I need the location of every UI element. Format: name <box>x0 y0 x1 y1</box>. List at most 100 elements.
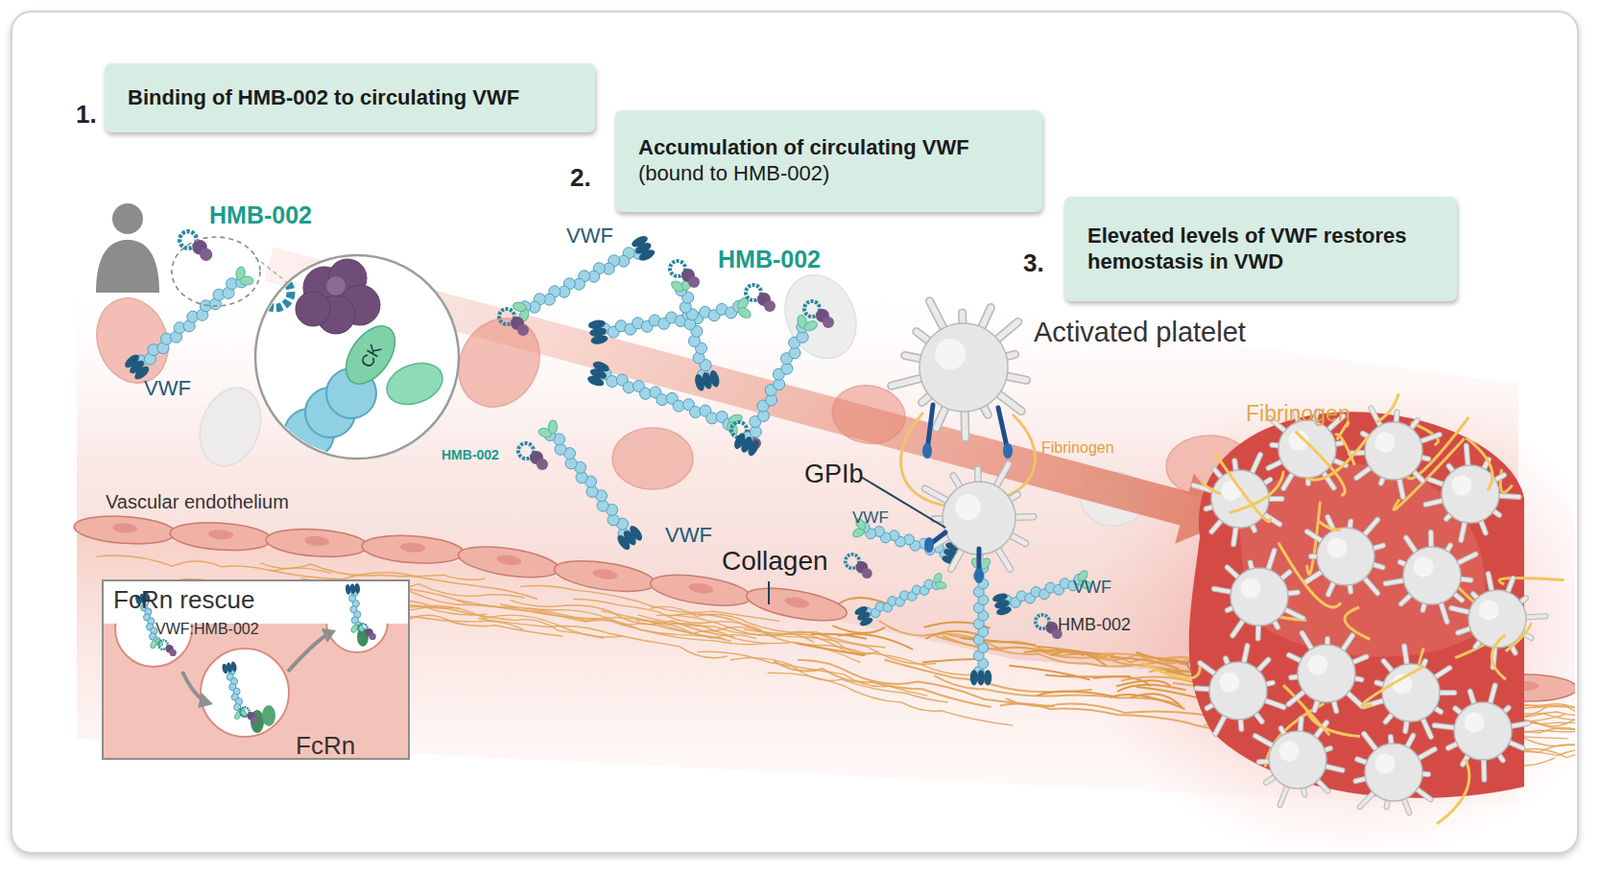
red-blood-cell <box>612 428 693 490</box>
vwf-multimer <box>853 572 948 628</box>
cell-nucleus <box>496 553 523 568</box>
vwf-a-domain <box>239 276 254 286</box>
protein-label: Fibrinogen <box>1245 403 1351 426</box>
vwf-a-domain <box>149 640 158 650</box>
platelet-body <box>1209 662 1267 720</box>
step-text-area: Binding of HMB-002 to circulating VWF <box>104 63 596 133</box>
fibrin-strand <box>1278 543 1341 608</box>
platelet-body <box>1211 470 1269 528</box>
vwf-multimer <box>344 583 365 635</box>
hmb-002-antibody <box>804 301 835 329</box>
antibody-label: HMB-002 <box>209 203 312 228</box>
gpib-head <box>974 568 984 584</box>
receptor-label: GPIb <box>804 461 864 488</box>
antibody-fab-zoom <box>295 291 331 327</box>
protein-label: VWF <box>1073 578 1112 597</box>
collagen-fiber <box>796 644 865 656</box>
step-text: Binding of HMB-002 to circulating VWF <box>127 85 596 112</box>
zoom-marker <box>171 237 261 307</box>
antibody-fc-zoom <box>260 277 291 309</box>
inset-title: FcRn rescue <box>113 587 255 613</box>
vwf-a-domain <box>548 420 558 434</box>
fibrin-strand <box>1500 469 1512 493</box>
cell-nucleus <box>304 535 331 548</box>
antibody-fab <box>199 248 213 262</box>
collagen-fiber <box>95 555 332 574</box>
vwf-multimer <box>669 276 722 393</box>
leader-line <box>767 581 770 605</box>
vwf-end <box>629 234 649 250</box>
platelet-highlight <box>934 338 966 370</box>
platelet-body <box>1268 731 1327 789</box>
platelet-body <box>942 481 1016 555</box>
collagen-fiber <box>960 638 1036 645</box>
platelet-highlight <box>1375 432 1396 454</box>
protein-label: VWF <box>665 525 713 547</box>
vwf-end <box>590 334 609 346</box>
platelet-body <box>1468 590 1527 648</box>
vwf-end <box>708 369 721 389</box>
platelet-body <box>1364 422 1423 480</box>
platelet-body <box>919 323 1008 412</box>
vwf-end <box>627 524 645 544</box>
fibrin-strand <box>1344 607 1370 640</box>
vwf-multimer <box>587 295 753 346</box>
fibrin-strand <box>1491 634 1506 680</box>
platelet-highlight <box>955 494 981 521</box>
protein-label: VWF <box>566 225 614 247</box>
hmb-002-antibody <box>358 623 377 641</box>
collagen-fiber <box>649 606 885 647</box>
clot <box>1142 393 1565 825</box>
cell-nucleus <box>784 596 811 611</box>
fibrin-strand <box>1376 393 1399 423</box>
inset-box: FcRn rescue <box>101 579 410 761</box>
antibody-fab <box>369 633 377 641</box>
endothelial-cell <box>264 525 369 560</box>
inset-arrowhead <box>197 692 214 709</box>
collagen-fiber <box>1117 685 1187 693</box>
collagen-fiber <box>1008 666 1090 681</box>
hmb-002-antibody <box>845 554 873 579</box>
platelet-body <box>1230 568 1289 626</box>
platelet-body <box>1297 644 1356 703</box>
hmb-002-antibody <box>669 261 700 288</box>
step-box: Binding of HMB-002 to circulating VWF1. <box>104 63 596 133</box>
inset-endosome <box>200 648 289 738</box>
fibrin-strand <box>1201 480 1220 495</box>
activated-platelet <box>1434 686 1529 781</box>
vwf-end <box>977 669 985 686</box>
zoom-content <box>260 259 449 481</box>
structure-label: Vascular endothelium <box>105 492 289 512</box>
step-text-area: Accumulation of circulating VWF(bound to… <box>615 110 1043 213</box>
vwf-end <box>970 669 979 686</box>
protein-label: VWF <box>852 509 889 526</box>
vwf-multimer <box>221 661 249 721</box>
platelet-highlight <box>1308 655 1329 676</box>
collagen-fiber <box>260 563 485 581</box>
platelet-body <box>1454 702 1512 761</box>
fibrin-strand <box>1505 622 1532 652</box>
hmb-002-antibody <box>518 443 549 471</box>
activated-platelet <box>1350 407 1440 498</box>
endothelial-cell <box>648 570 754 612</box>
fibrin-strand <box>1295 431 1346 497</box>
gpib-head <box>1002 443 1013 459</box>
vwf-end <box>586 374 606 389</box>
protein-label: VWF <box>143 378 192 400</box>
platelet-highlight <box>1479 600 1500 621</box>
vwf-a-domain <box>736 306 753 321</box>
structure-label: Collagen <box>721 548 829 575</box>
antibody-fab <box>764 300 776 312</box>
collagen-fiber <box>730 658 949 703</box>
fibrin-strand <box>1214 453 1270 523</box>
activated-platelet <box>1451 573 1546 668</box>
fibrin-strand <box>1466 437 1493 491</box>
fibrin-strand <box>1229 471 1285 514</box>
vwf-a-domain <box>511 301 527 313</box>
resting-platelet <box>189 379 271 475</box>
step-box: Elevated levels of VWF restores hemostas… <box>1064 196 1457 302</box>
platelet-body <box>1364 743 1423 802</box>
collagen-fiber <box>382 606 604 639</box>
hmb-002-antibody <box>499 309 529 336</box>
